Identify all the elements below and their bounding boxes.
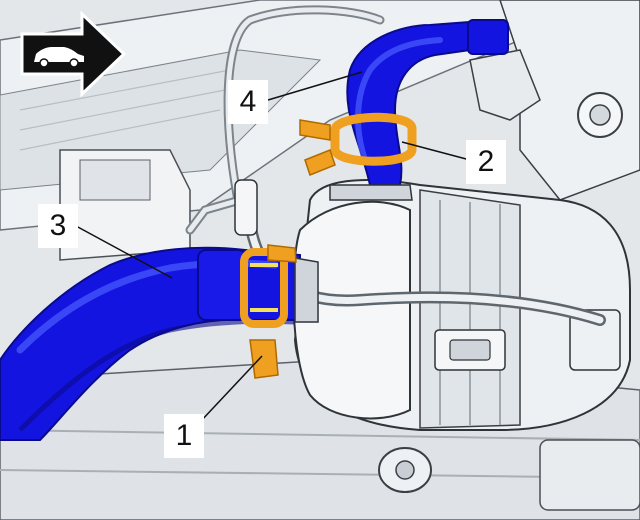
right-upper-bolt-center	[589, 104, 611, 126]
callout-label-1: 1	[164, 414, 204, 458]
lower-clamp-1-inner	[250, 263, 278, 312]
car-wheel-rear	[69, 58, 79, 68]
upper-hose-4-end	[467, 19, 509, 55]
callout-label-2: 2	[466, 140, 506, 184]
lower-frame-rail	[0, 429, 640, 479]
lower-clamp-1-top	[267, 244, 297, 263]
thin-pipe-top-highlight	[225, 7, 383, 213]
thin-pipe-left-highlight	[187, 197, 243, 233]
pump-connector	[569, 309, 621, 371]
car-icon	[34, 47, 84, 62]
upper-clamp-2-lower-tab	[304, 149, 336, 176]
car-wheel-front	[39, 58, 49, 68]
leader-line-4	[267, 71, 363, 101]
pipe-bracket	[234, 179, 258, 236]
lower-clamp-1	[240, 248, 288, 328]
lower-clamp-1-tab	[249, 339, 279, 379]
pump-mount-slot	[449, 339, 491, 361]
upper-clamp-2-tab	[299, 119, 331, 141]
lower-right-part	[539, 439, 640, 511]
callout-label-4: 4	[228, 80, 268, 124]
lower-hose-3-stub	[294, 257, 319, 323]
ridge-lines	[19, 69, 231, 151]
leader-line-1	[199, 355, 263, 423]
left-housing-tab	[79, 159, 151, 201]
car-front-arrow-icon	[20, 10, 127, 98]
pump-ribs	[439, 200, 501, 425]
lower-fitting-bolt	[395, 460, 415, 480]
callout-label-3: 3	[38, 204, 78, 248]
upper-clamp-2	[330, 112, 417, 166]
right-connector	[469, 49, 541, 121]
lower-hose-3-collar	[197, 249, 247, 321]
upper-hose-4-highlight	[355, 37, 443, 163]
leader-line-3	[75, 225, 173, 279]
upper-hose-4-stub	[329, 184, 413, 201]
leader-line-2	[401, 141, 471, 161]
